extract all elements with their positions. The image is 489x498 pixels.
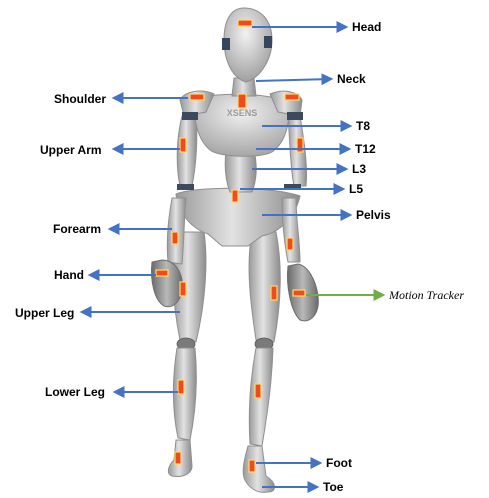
label-pelvis: Pelvis	[356, 208, 391, 222]
left-lower-leg	[173, 348, 196, 440]
sensor-right-forearm	[287, 238, 293, 250]
sensor-left-shoulder	[190, 94, 204, 100]
right-shoulder-band	[287, 112, 303, 120]
arrow-neck	[256, 79, 331, 81]
sensor-left-foot	[175, 452, 181, 464]
chest-logo: XSENS	[227, 108, 258, 118]
sensor-right-hand	[293, 290, 305, 296]
label-head: Head	[352, 20, 381, 34]
head-strap-right	[264, 36, 272, 48]
label-upper-leg: Upper Leg	[15, 306, 74, 320]
right-foot	[243, 446, 274, 492]
label-neck: Neck	[337, 72, 366, 86]
sensor-left-upper-leg	[180, 282, 186, 296]
sensor-right-foot	[249, 460, 255, 472]
sensor-right-upper-leg	[271, 286, 277, 300]
sensor-left-forearm	[172, 232, 178, 244]
left-shoulder-band	[182, 112, 198, 120]
label-upper-arm: Upper Arm	[40, 143, 102, 157]
sensor-left-hand	[156, 270, 168, 276]
label-t8: T8	[356, 119, 370, 133]
sensor-right-lower-leg	[255, 384, 261, 398]
label-forearm: Forearm	[53, 222, 101, 236]
label-motion-tracker: Motion Tracker	[388, 288, 464, 302]
label-toe: Toe	[323, 480, 344, 494]
sensor-pelvis	[232, 190, 238, 202]
label-lower-leg: Lower Leg	[45, 385, 105, 399]
sensor-head	[238, 20, 252, 26]
label-foot: Foot	[326, 456, 352, 470]
sensor-sternum	[238, 94, 246, 108]
label-l3: L3	[352, 162, 366, 176]
label-t12: T12	[355, 142, 376, 156]
sensor-left-upper-arm	[180, 138, 186, 152]
sensor-right-shoulder	[285, 94, 299, 100]
label-shoulder: Shoulder	[54, 92, 106, 106]
head-strap-left	[222, 38, 230, 50]
left-elbow-band	[177, 184, 194, 190]
label-l5: L5	[349, 182, 363, 196]
left-forearm	[167, 198, 186, 264]
sensor-left-lower-leg	[178, 380, 184, 394]
label-hand: Hand	[54, 268, 84, 282]
right-forearm	[282, 198, 300, 262]
